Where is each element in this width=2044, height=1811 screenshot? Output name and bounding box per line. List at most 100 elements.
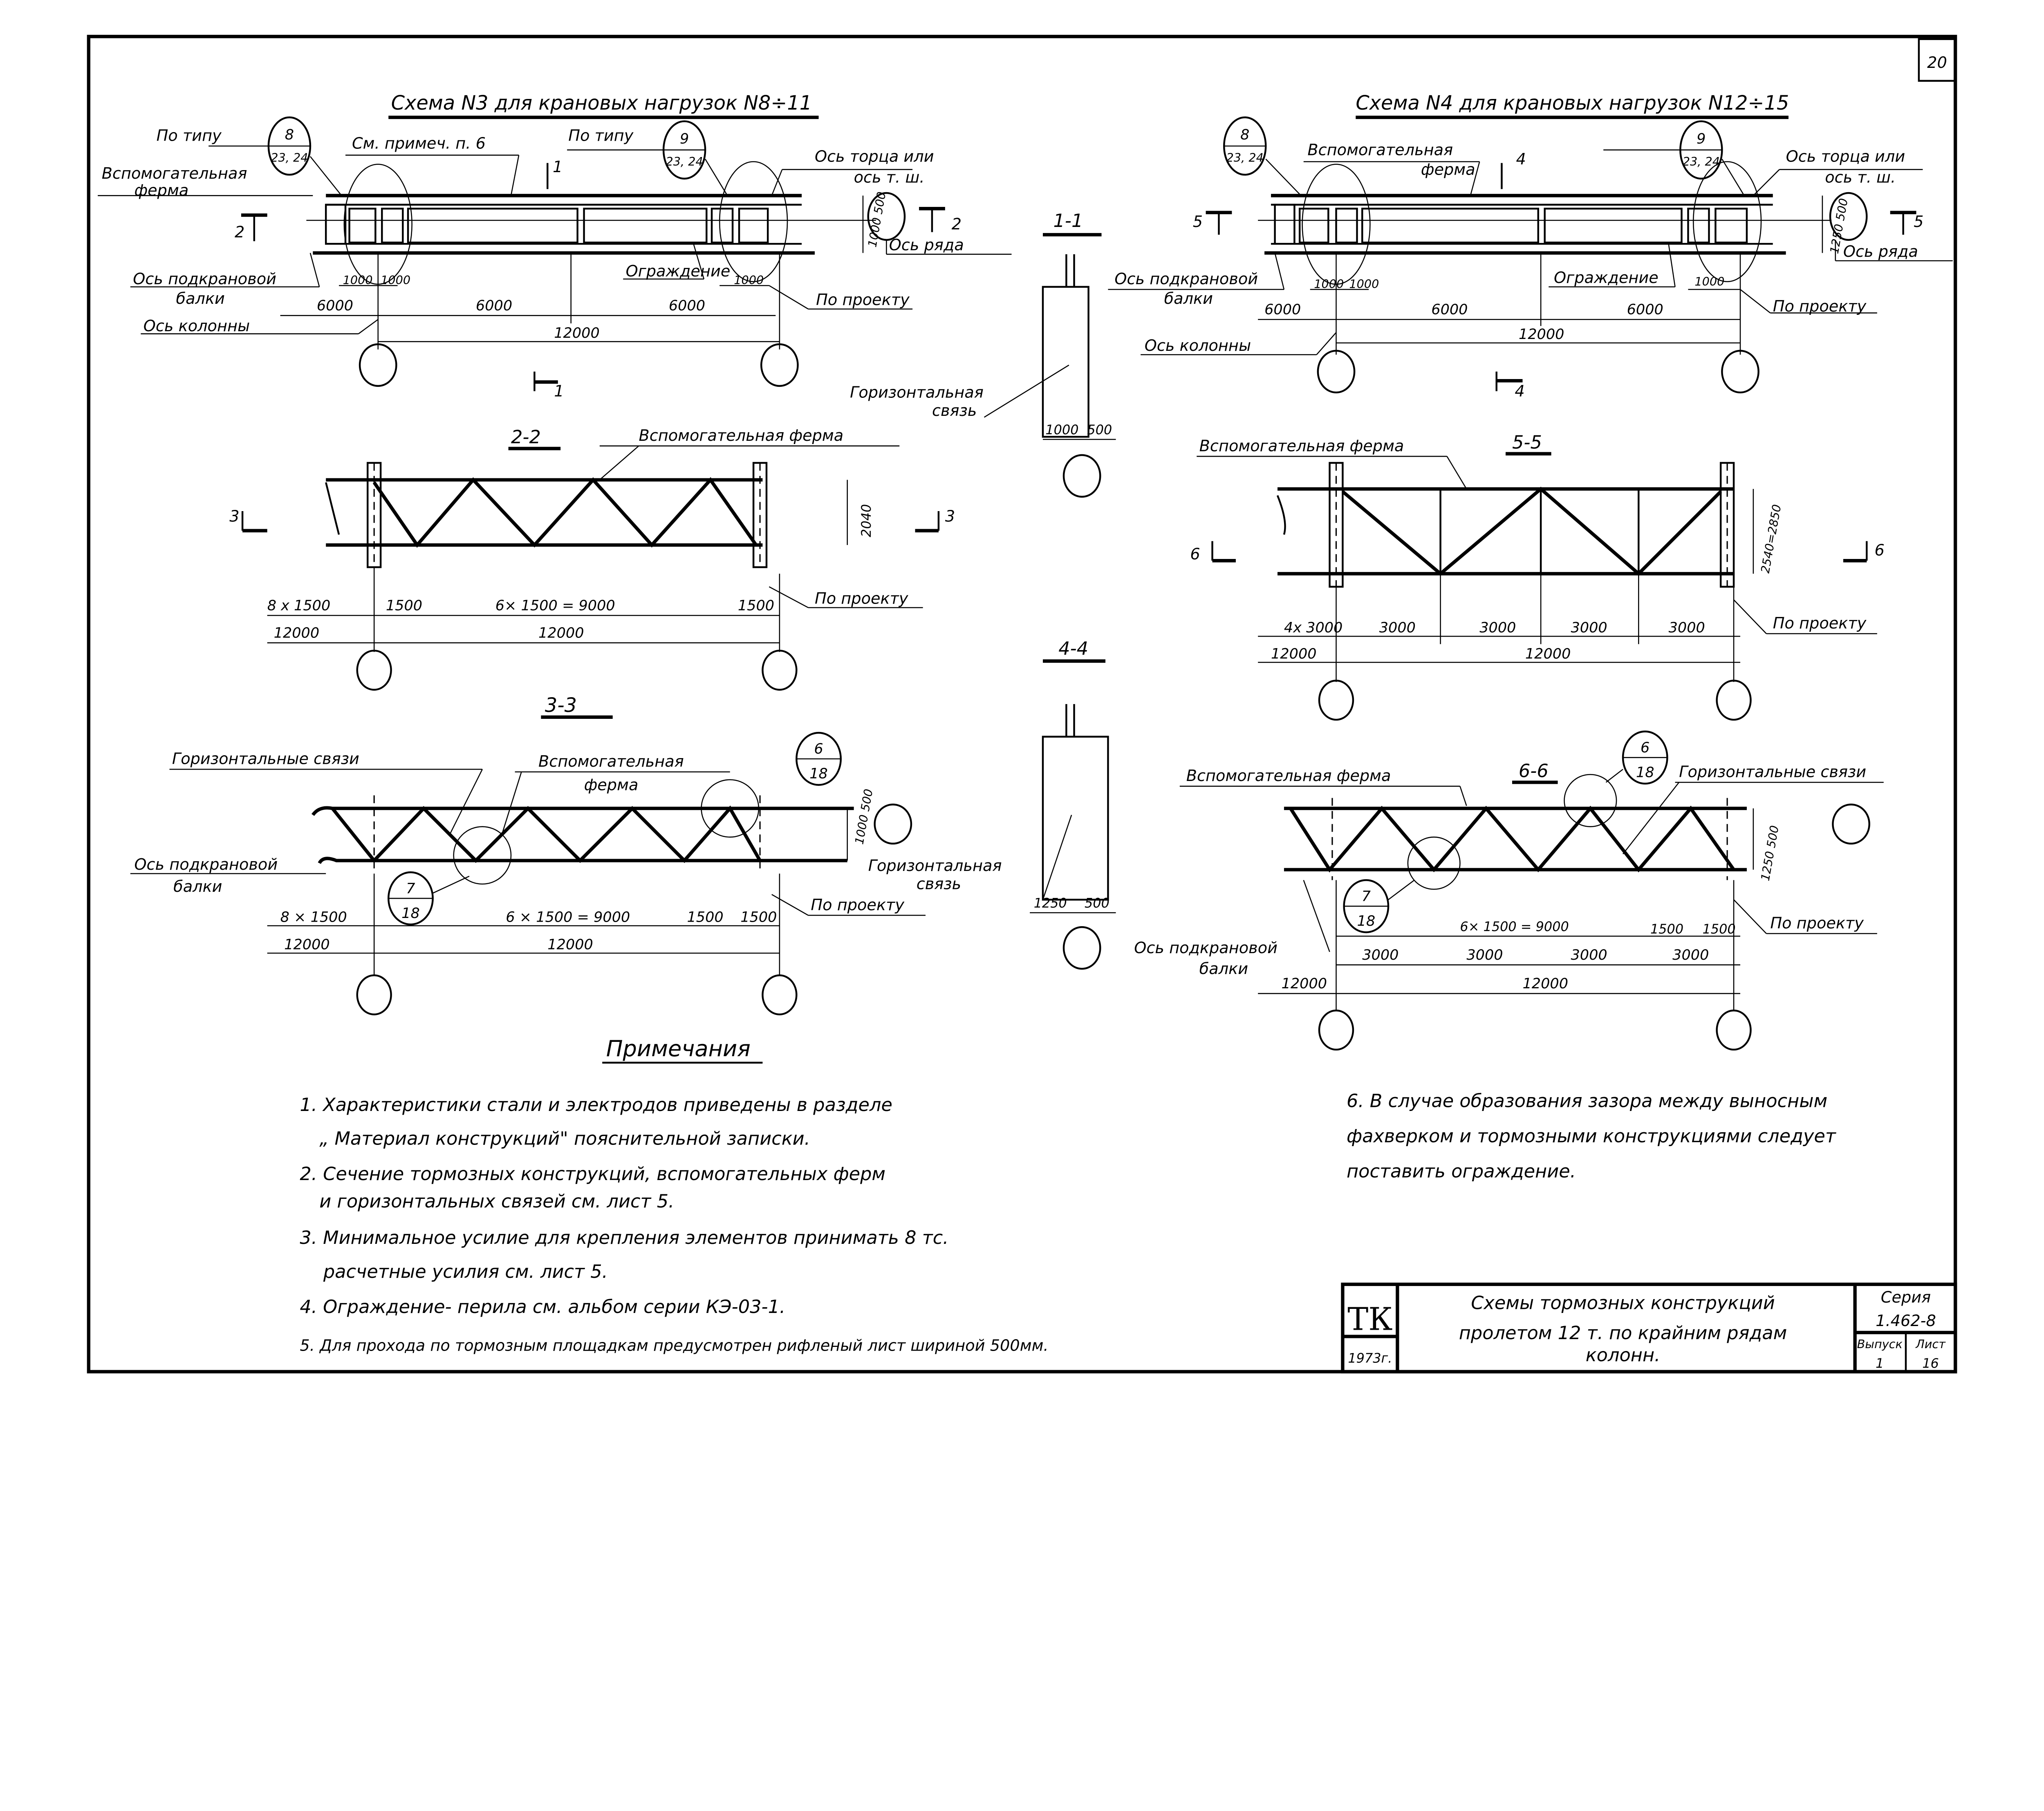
- title-block: [1341, 1282, 1957, 1373]
- section22-by-project: По проекту: [815, 589, 909, 608]
- scheme3-cut2-r: 2: [952, 215, 961, 233]
- section44-d1250: 1250: [1034, 895, 1067, 911]
- scheme3-po-tipu-a: По типу: [157, 126, 222, 145]
- section22-d6x1500: 6× 1500 = 9000: [495, 597, 615, 614]
- scheme4-d1000a: 1000: [1314, 277, 1344, 291]
- section66-n6-top: 6: [1641, 739, 1650, 756]
- scheme4-fence: Ограждение: [1554, 269, 1659, 287]
- title-block-sheet-label: Лист: [1915, 1337, 1946, 1351]
- scheme-3-plan: [98, 115, 1012, 391]
- sheet-number: 20: [1927, 54, 1947, 72]
- title-block-logo: ТК: [1347, 1302, 1392, 1338]
- section33-title: 3-3: [545, 694, 577, 717]
- scheme4-cut4-b: 4: [1515, 382, 1524, 400]
- section55-d4x3000: 4x 3000: [1284, 619, 1342, 636]
- column-axis-marker: [760, 343, 799, 387]
- notes-n2a: 2. Сечение тормозных конструкций, вспомо…: [300, 1163, 885, 1185]
- section-4-4: [1030, 659, 1116, 970]
- section55-d12000b: 12000: [1525, 645, 1571, 662]
- section33-d1500a: 1500: [687, 909, 723, 925]
- section44-bond: Горизонтальная: [868, 857, 1002, 875]
- notes-n2b: и горизонтальных связей см. лист 5.: [319, 1191, 674, 1212]
- section11-bond2: связь: [932, 402, 977, 420]
- section22-d1500b: 1500: [738, 597, 774, 614]
- section11-title: 1-1: [1053, 210, 1083, 231]
- section11-d500: 500: [1087, 422, 1112, 438]
- section-1-1: [984, 233, 1116, 498]
- scheme3-axis-row: Ось ряда: [889, 236, 964, 254]
- scheme4-n9-bot: 23, 24: [1683, 155, 1720, 168]
- notes-n3b: расчетные усилия см. лист 5.: [323, 1261, 608, 1282]
- scheme3-fence: Ограждение: [626, 262, 731, 281]
- section44-d500: 500: [1085, 895, 1109, 911]
- scheme4-d1000c: 1000: [1694, 274, 1724, 288]
- section55-d3000a: 3000: [1379, 619, 1416, 636]
- title-block-sheet: 16: [1922, 1355, 1939, 1371]
- title-block-title1: Схемы тормозных конструкций: [1471, 1293, 1775, 1314]
- scheme4-cut5-l: 5: [1193, 213, 1203, 231]
- section66-aux: Вспомогательная ферма: [1186, 767, 1391, 785]
- scheme4-crane: Ось подкрановой: [1114, 270, 1258, 288]
- scheme3-title: Схема N3 для крановых нагрузок N8÷11: [391, 92, 812, 114]
- scheme4-cut5-r: 5: [1914, 213, 1923, 231]
- section66-bonds: Горизонтальные связи: [1679, 763, 1866, 781]
- section-3-3: [130, 715, 926, 1016]
- section-2-2: [241, 445, 940, 691]
- section66-by-project: По проекту: [1770, 914, 1864, 932]
- section11-bond: Горизонтальная: [850, 384, 984, 402]
- section22-title: 2-2: [511, 426, 541, 448]
- scheme3-cut1-b: 1: [554, 382, 564, 400]
- notes-n3a: 3. Минимальное усилие для крепления элем…: [300, 1227, 948, 1248]
- section-6-6: [1179, 730, 1884, 1051]
- title-block-year: 1973г.: [1348, 1350, 1392, 1366]
- scheme4-by-project: По проекту: [1773, 297, 1867, 316]
- section55-title: 5-5: [1512, 432, 1542, 453]
- section44-bond2: связь: [917, 875, 961, 893]
- section66-d1500a: 1500: [1650, 921, 1683, 937]
- scheme3-crane: Ось подкрановой: [133, 270, 276, 288]
- section22-d1500a: 1500: [386, 597, 422, 614]
- notes-n1a: 1. Характеристики стали и электродов при…: [300, 1094, 892, 1115]
- section66-d3000d: 3000: [1672, 947, 1709, 963]
- section33-d12000a: 12000: [284, 936, 330, 953]
- scheme4-n8-bot: 23, 24: [1226, 150, 1264, 164]
- section22-cut3-l: 3: [229, 507, 239, 526]
- notes-n6c: поставить ограждение.: [1347, 1160, 1576, 1182]
- scheme3-column-axis: Ось колонны: [143, 317, 250, 335]
- section66-d12000a: 12000: [1282, 975, 1327, 992]
- section22-d12000a: 12000: [274, 624, 320, 641]
- scheme3-n8-top: 8: [285, 126, 294, 143]
- section66-n6-bot: 18: [1636, 764, 1654, 781]
- section55-d3000b: 3000: [1479, 619, 1516, 636]
- scheme4-title: Схема N4 для крановых нагрузок N12÷15: [1356, 92, 1789, 114]
- section33-bonds: Горизонтальные связи: [172, 750, 359, 768]
- title-block-title2: пролетом 12 т. по крайним рядам: [1459, 1322, 1787, 1344]
- section33-d8x1500: 8 × 1500: [280, 909, 347, 925]
- title-block-series: 1.462-8: [1876, 1312, 1936, 1330]
- section66-d3000c: 3000: [1571, 947, 1607, 963]
- section66-title: 6-6: [1519, 761, 1549, 782]
- section33-n6-bot: 18: [809, 765, 828, 782]
- scheme3-axis-end: Ось торца или: [815, 147, 934, 166]
- scheme4-d6000b: 6000: [1431, 301, 1468, 318]
- section66-n7-bot: 18: [1357, 913, 1376, 929]
- scheme3-po-tipu-b: По типу: [568, 126, 634, 145]
- scheme3-d1000b: 1000: [381, 273, 410, 287]
- section33-crane2: балки: [173, 877, 222, 896]
- section55-d3000d: 3000: [1669, 619, 1705, 636]
- notes-n6b: фахверком и тормозными конструкциями сле…: [1347, 1125, 1837, 1147]
- section66-d1500b: 1500: [1703, 921, 1736, 937]
- section55-aux: Вспомогательная ферма: [1199, 437, 1404, 455]
- notes-n6a: 6. В случае образования зазора между вын…: [1347, 1090, 1827, 1111]
- scheme3-d6000a: 6000: [317, 297, 353, 314]
- section22-d12000b: 12000: [538, 624, 584, 641]
- scheme4-n8-top: 8: [1240, 126, 1249, 143]
- section33-aux2: ферма: [584, 776, 639, 794]
- scheme3-axis-end2: ось т. ш.: [854, 168, 925, 186]
- section55-by-project: По проекту: [1773, 614, 1867, 633]
- title-block-issue-label: Выпуск: [1857, 1337, 1903, 1351]
- notes-n4: 4. Ограждение- перила см. альбом серии К…: [300, 1296, 785, 1317]
- notes-n5: 5. Для прохода по тормозным площадкам пр…: [300, 1337, 1048, 1355]
- section55-cut6-r: 6: [1874, 541, 1884, 559]
